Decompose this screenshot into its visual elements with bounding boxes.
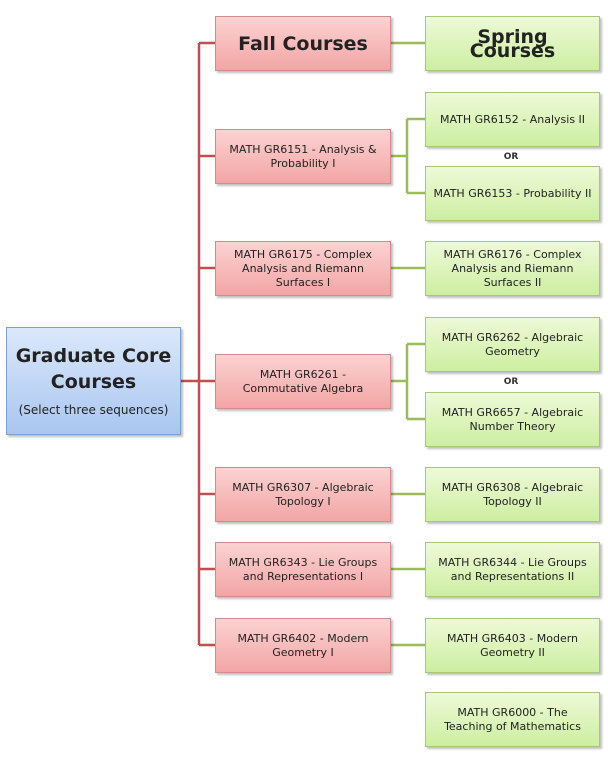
spring-course-box: MATH GR6344 - Lie Groups and Representat…	[425, 542, 600, 597]
spring-connectors	[391, 41, 425, 647]
spring-course-box: MATH GR6000 - The Teaching of Mathematic…	[425, 692, 600, 747]
root-subtitle: (Select three sequences)	[18, 403, 169, 417]
spring-course-box: MATH GR6153 - Probability II	[425, 166, 600, 221]
fall-course-box: MATH GR6402 - Modern Geometry I	[215, 618, 391, 673]
analysis-connector	[391, 117, 425, 195]
fall-course-box: MATH GR6261 - Commutative Algebra	[215, 354, 391, 409]
or-label: OR	[503, 377, 519, 387]
root-title: Graduate Core Courses	[15, 345, 172, 393]
fall-course-box: MATH GR6343 - Lie Groups and Representat…	[215, 542, 391, 597]
fall-branch-connectors	[199, 41, 215, 647]
spring-course-box: MATH GR6308 - Algebraic Topology II	[425, 467, 600, 522]
fall-courses-header: Fall Courses	[215, 16, 391, 71]
spring-course-box: MATH GR6152 - Analysis II	[425, 92, 600, 147]
fall-course-box: MATH GR6175 - Complex Analysis and Riema…	[215, 241, 391, 296]
fall-connectors	[181, 41, 215, 647]
spring-course-box: MATH GR6657 - Algebraic Number Theory	[425, 392, 600, 447]
fall-course-box: MATH GR6151 - Analysis & Probability I	[215, 129, 391, 184]
algebra-connector	[391, 342, 425, 421]
spring-course-box: MATH GR6262 - Algebraic Geometry	[425, 317, 600, 372]
spring-courses-header: Spring Courses	[425, 16, 600, 71]
or-label: OR	[503, 152, 519, 162]
root-trunk-connector	[181, 43, 201, 645]
fall-course-box: MATH GR6307 - Algebraic Topology I	[215, 467, 391, 522]
spring-course-box: MATH GR6403 - Modern Geometry II	[425, 618, 600, 673]
graduate-core-courses-box: Graduate Core Courses (Select three sequ…	[6, 327, 181, 435]
spring-course-box: MATH GR6176 - Complex Analysis and Riema…	[425, 241, 600, 296]
